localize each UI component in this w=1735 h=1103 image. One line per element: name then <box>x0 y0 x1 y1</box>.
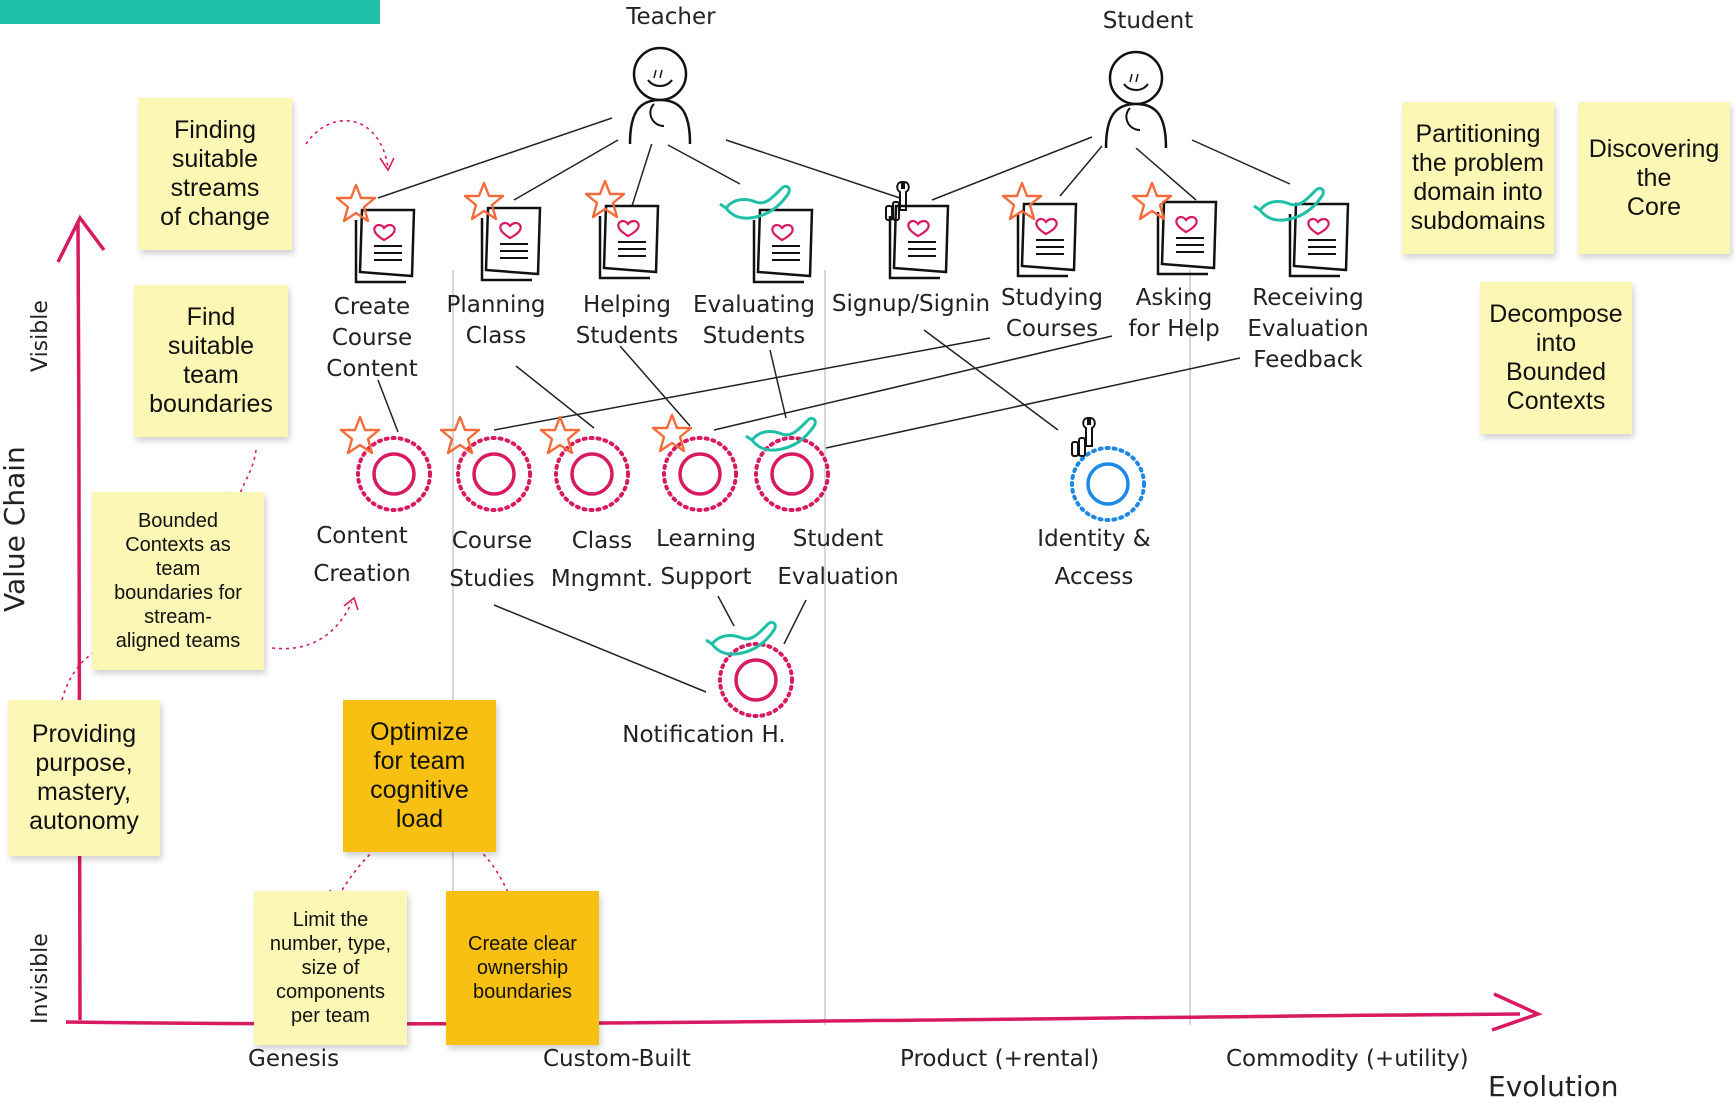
context-student-evaluation <box>754 436 830 512</box>
stage-product: Product (+rental) <box>900 1046 1100 1072</box>
need-label-receiving-feedback: Receiving Evaluation Feedback <box>1247 285 1369 373</box>
stage-commodity: Commodity (+utility) <box>1226 1046 1469 1072</box>
y-axis-visible-label: Visible <box>28 300 53 372</box>
top-banner <box>0 0 380 24</box>
context-label-notification: Notification H. <box>622 722 786 748</box>
context-label-class-mngmnt: Class Mngmnt. <box>550 528 654 592</box>
context-label-content-creation: Content Creation <box>313 523 411 587</box>
context-class-mngmnt <box>554 436 630 512</box>
need-label-planning-class: Planning Class <box>446 292 546 349</box>
need-label-create-course-content: Create Course Content <box>326 294 418 382</box>
context-identity-access <box>1070 446 1146 522</box>
sticky-limit-components: Limit the number, type, size of componen… <box>254 891 407 1045</box>
need-label-signup-signin: Signup/Signin <box>831 291 991 317</box>
student-label: Student <box>1102 8 1194 34</box>
sticky-finding-streams: Finding suitable streams of change <box>138 98 292 250</box>
need-label-helping-students: Helping Students <box>575 292 679 349</box>
star-icon <box>339 415 381 455</box>
sticky-find-team-boundaries: Find suitable team boundaries <box>134 285 288 437</box>
y-axis <box>56 214 106 1021</box>
teacher-actor <box>628 46 692 146</box>
stage-custom-built: Custom-Built <box>543 1046 691 1072</box>
need-doc-asking-for-help <box>1156 200 1218 276</box>
stage-genesis: Genesis <box>248 1046 340 1072</box>
sticky-partitioning: Partitioning the problem domain into sub… <box>1402 102 1554 254</box>
context-label-learning-support: Learning Support <box>656 526 756 590</box>
y-axis-title: Value Chain <box>0 446 31 612</box>
connection-lines <box>377 117 1291 693</box>
context-learning-support <box>662 436 738 512</box>
need-doc-helping-students <box>598 204 660 280</box>
teacher-label: Teacher <box>626 4 716 30</box>
sticky-clear-ownership: Create clear ownership boundaries <box>446 891 599 1045</box>
context-label-student-evaluation: Student Evaluation <box>777 526 899 590</box>
y-axis-invisible-label: Invisible <box>28 933 53 1024</box>
hand-icon <box>704 620 777 656</box>
sticky-providing-purpose: Providing purpose, mastery, autonomy <box>8 700 160 856</box>
sticky-decompose: Decompose into Bounded Contexts <box>1480 282 1632 434</box>
context-content-creation <box>356 436 432 512</box>
student-actor <box>1104 50 1168 150</box>
star-icon <box>539 415 581 455</box>
sticky-discovering-core: Discovering the Core <box>1578 102 1730 254</box>
sticky-optimize-cognitive: Optimize for team cognitive load <box>343 700 496 852</box>
need-doc-create-course-content <box>354 208 416 284</box>
need-label-asking-for-help: Asking for Help <box>1128 285 1220 342</box>
need-doc-evaluating-students <box>752 208 814 284</box>
hand-icon <box>744 416 817 452</box>
context-course-studies <box>456 436 532 512</box>
context-label-course-studies: Course Studies <box>449 528 535 592</box>
need-label-evaluating-students: Evaluating Students <box>693 292 815 349</box>
star-icon <box>439 415 481 455</box>
context-label-identity-access: Identity & Access <box>1037 526 1151 590</box>
need-label-studying-courses: Studying Courses <box>1001 285 1103 342</box>
context-notification <box>718 642 794 718</box>
need-doc-planning-class <box>480 206 542 282</box>
sticky-bounded-contexts-teams: Bounded Contexts as team boundaries for … <box>92 492 264 670</box>
x-axis-title: Evolution <box>1488 1070 1619 1103</box>
